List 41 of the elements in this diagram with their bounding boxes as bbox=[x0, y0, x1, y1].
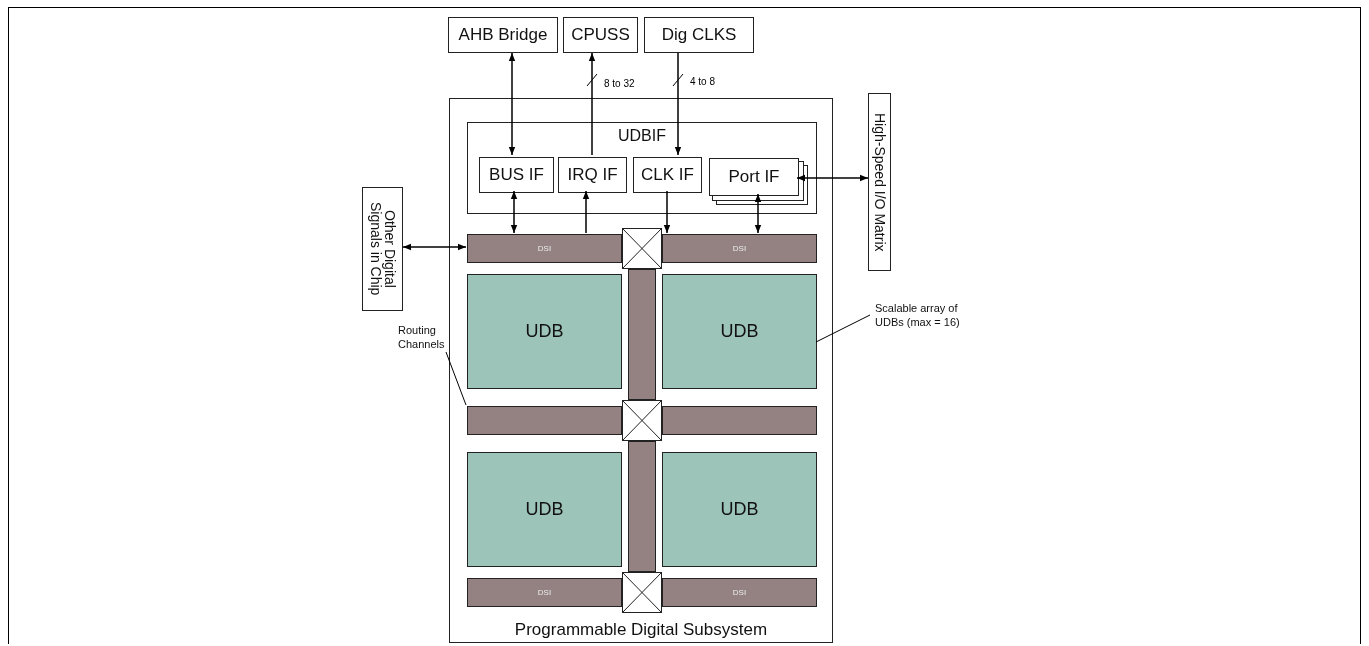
crossbar-switch bbox=[622, 572, 662, 613]
arrow bbox=[796, 174, 869, 182]
routing-channel-bar bbox=[628, 441, 656, 572]
routing-channel-bar: DSI bbox=[467, 578, 622, 607]
arrow bbox=[510, 190, 518, 234]
crossbar-switch bbox=[622, 400, 662, 441]
udb-block: UDB bbox=[467, 452, 622, 567]
arrow bbox=[663, 190, 671, 234]
vertical-label-box: Other Digital Signals in Chip bbox=[362, 187, 403, 311]
udb-block: UDB bbox=[467, 274, 622, 389]
udb-block: UDB bbox=[662, 274, 817, 389]
arrow bbox=[402, 243, 467, 251]
vertical-label-box: High-Speed I/O Matrix bbox=[868, 93, 891, 271]
arrow bbox=[754, 193, 762, 234]
group-title: UDBIF bbox=[617, 127, 667, 145]
block-box: Dig CLKS bbox=[644, 17, 754, 53]
annotation-text: Routing Channels bbox=[398, 322, 458, 352]
interface-group-box bbox=[467, 122, 817, 214]
arrow bbox=[674, 52, 682, 156]
arrow bbox=[508, 52, 516, 156]
routing-channel-bar: DSI bbox=[467, 234, 622, 263]
group-title: Programmable Digital Subsystem bbox=[513, 620, 769, 640]
block-box: BUS IF bbox=[479, 157, 554, 193]
subsystem-frame bbox=[449, 98, 833, 643]
edge-label: 8 to 32 bbox=[604, 78, 635, 89]
crossbar-switch bbox=[622, 228, 662, 269]
leader-line bbox=[815, 314, 871, 343]
routing-channel-bar bbox=[467, 406, 622, 435]
routing-channel-bar bbox=[662, 406, 817, 435]
block-box: CLK IF bbox=[633, 157, 702, 193]
block-box: AHB Bridge bbox=[448, 17, 558, 53]
block-box: IRQ IF bbox=[558, 157, 627, 193]
edge-label: 4 to 8 bbox=[690, 76, 716, 87]
routing-channel-bar: DSI bbox=[662, 234, 817, 263]
udb-block: UDB bbox=[662, 452, 817, 567]
annotation-text: Scalable array of UDBs (max = 16) bbox=[875, 298, 975, 332]
block-box: CPUSS bbox=[563, 17, 638, 53]
routing-channel-bar bbox=[628, 269, 656, 400]
routing-channel-bar: DSI bbox=[662, 578, 817, 607]
arrow bbox=[582, 190, 590, 234]
arrow bbox=[588, 52, 596, 156]
